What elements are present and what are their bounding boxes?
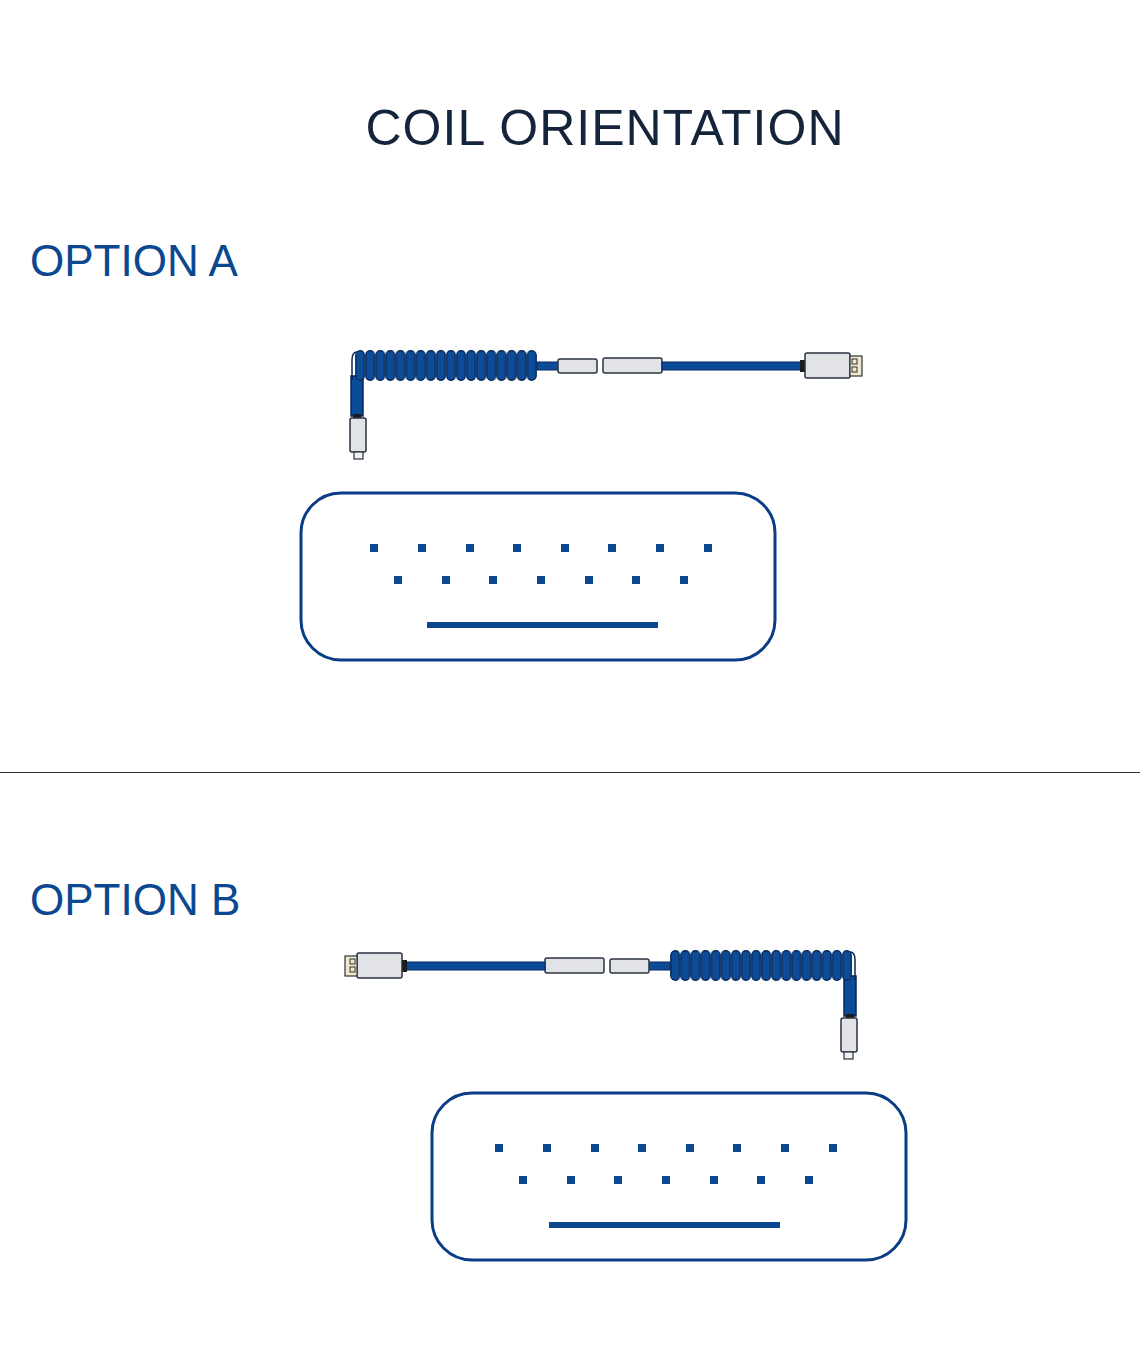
option-label: OPTION B [30, 875, 240, 926]
option-a-illustration [301, 350, 862, 660]
diagram-title: COIL ORIENTATION [255, 100, 955, 158]
option-label: OPTION A [30, 236, 238, 287]
option-b-illustration [345, 950, 906, 1260]
divider [0, 772, 1140, 773]
